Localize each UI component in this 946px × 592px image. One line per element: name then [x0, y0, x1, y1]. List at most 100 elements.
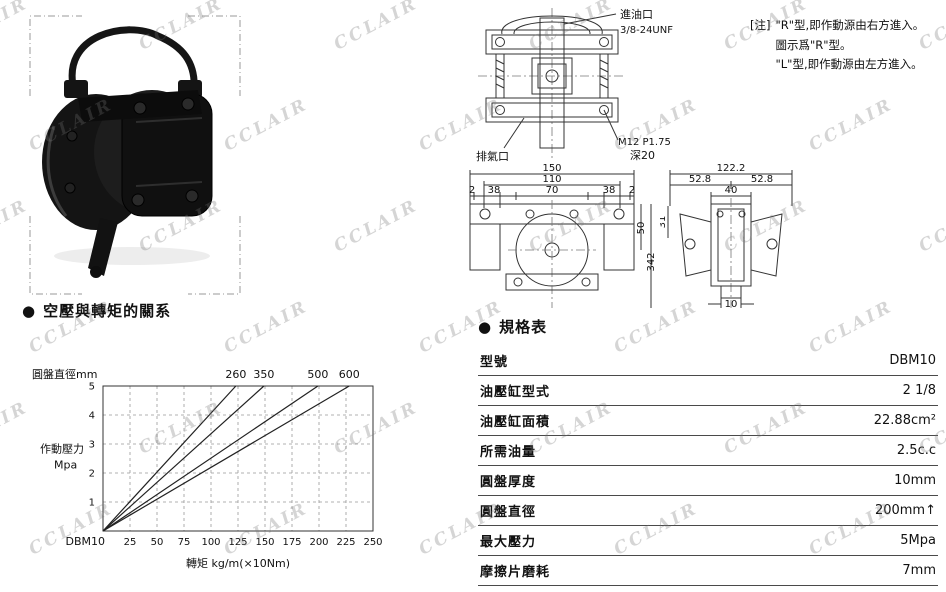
note-block: [注] "R"型,即作動源由右方進入。 圖示爲"R"型。 "L"型,即作動源由左… [750, 16, 944, 75]
spec-value: 2.5c.c [720, 435, 938, 466]
chart-section-title: 空壓與轉矩的關系 [43, 302, 172, 320]
front-dim-110: 110 [542, 174, 561, 185]
x-tick-label: 200 [309, 537, 328, 548]
front-dim-150: 150 [542, 163, 561, 174]
spec-value: 2 1/8 [720, 375, 938, 406]
series-line-350 [102, 385, 265, 532]
bullet-icon: ● [22, 301, 37, 320]
origin-label: DBM10 [65, 535, 105, 548]
spec-table: 型號 DBM10 油壓缸型式 2 1/8 油壓缸面積 22.88cm² 所需油量… [478, 346, 938, 592]
bullet-icon: ● [478, 317, 493, 336]
spec-value: DBM10 [720, 346, 938, 376]
x-tick-label: 150 [255, 537, 274, 548]
y-axis-label: 作動壓力 [40, 442, 84, 456]
front-dim-2l: 2 [469, 185, 475, 196]
series-line-600 [102, 385, 350, 532]
spec-label: 摩擦片磨耗 [478, 555, 721, 586]
series-label: 600 [339, 368, 360, 381]
spec-label: 重量（約） [478, 585, 721, 592]
watermark-text: CCLAIR [330, 0, 422, 55]
spec-row: 型號 DBM10 [478, 346, 938, 376]
plot-frame [102, 385, 374, 532]
side-dim-31: 31 [660, 216, 668, 229]
front-dim-38l: 38 [488, 185, 501, 196]
product-photo [29, 15, 241, 295]
x-tick-label: 25 [124, 537, 137, 548]
watermark-text: CCLAIR [0, 397, 32, 459]
side-dim-528r: 52.8 [751, 174, 773, 185]
side-dim-122: 122.2 [717, 163, 746, 174]
y-tick-label: 4 [89, 411, 95, 422]
y-tick-label: 5 [89, 382, 95, 393]
chart-section-header: ● 空壓與轉矩的關系 [22, 300, 171, 321]
x-tick-label: 175 [282, 537, 301, 548]
spec-value: 5Mpa [720, 525, 938, 556]
inlet-port-label: 進油口 [620, 7, 653, 21]
spec-row: 油壓缸面積 22.88cm² [478, 405, 938, 436]
spec-label: 型號 [478, 346, 721, 376]
side-dim-40: 40 [725, 185, 738, 196]
tap-depth-label: 深20 [630, 149, 655, 162]
spec-row: 最大壓力 5Mpa [478, 525, 938, 556]
front-dim-342: 342 [646, 252, 657, 271]
spec-label: 圓盤直徑 [478, 495, 721, 526]
spec-label: 油壓缸面積 [478, 405, 721, 436]
spec-label: 油壓缸型式 [478, 375, 721, 406]
spec-label: 圓盤厚度 [478, 465, 721, 496]
front-dim-50: 50 [636, 222, 647, 235]
spec-section-header: ● 規格表 [478, 316, 547, 337]
y-tick-label: 1 [89, 498, 95, 509]
watermark-text: CCLAIR [220, 296, 312, 358]
watermark-text: CCLAIR [805, 94, 897, 156]
y-tick-label: 2 [89, 469, 95, 480]
y-axis-unit: Mpa [54, 459, 77, 472]
spec-row: 油壓缸型式 2 1/8 [478, 375, 938, 406]
spec-value: 10mm [720, 465, 938, 496]
x-tick-label: 125 [228, 537, 247, 548]
spec-label: 所需油量 [478, 435, 721, 466]
watermark-text: CCLAIR [915, 195, 946, 257]
plan-view-drawing: 進油口 3/8-24UNF M12 P1.75 深20 排氣口 [476, 7, 673, 163]
note-lines: "R"型,即作動源由右方進入。 圖示爲"R"型。 "L"型,即作動源由左方進入。 [775, 16, 924, 75]
spec-row: 所需油量 2.5c.c [478, 435, 938, 466]
front-dim-2r: 2 [629, 185, 635, 196]
note-line-1: "R"型,即作動源由右方進入。 [775, 18, 925, 32]
side-view-drawing: 122.2 52.8 52.8 40 31 10 [660, 163, 793, 310]
inlet-thread-label: 3/8-24UNF [620, 25, 673, 36]
spec-row: 圓盤厚度 10mm [478, 465, 938, 496]
x-tick-label: 250 [363, 537, 382, 548]
crop-marks [29, 15, 241, 295]
front-dim-70: 70 [546, 185, 559, 196]
series-label: 500 [307, 368, 328, 381]
x-tick-label: 50 [151, 537, 164, 548]
side-dim-528l: 52.8 [689, 174, 711, 185]
spec-row: 重量（約） 4.5kg [478, 585, 938, 592]
spec-value: 22.88cm² [720, 405, 938, 436]
side-dim-10: 10 [725, 299, 738, 310]
spec-section-title: 規格表 [499, 318, 548, 336]
tap-spec-label: M12 P1.75 [618, 137, 671, 148]
x-tick-label: 225 [336, 537, 355, 548]
x-axis-label: 轉矩 kg/m(×10Nm) [186, 557, 290, 570]
spec-row: 圓盤直徑 200mm↑ [478, 495, 938, 526]
spec-value: 200mm↑ [720, 495, 938, 526]
x-tick-label: 100 [201, 537, 220, 548]
y-tick-label: 3 [89, 440, 95, 451]
spec-value: 7mm [720, 555, 938, 586]
caliper-illustration [42, 26, 213, 278]
x-tick-label: 75 [178, 537, 191, 548]
exhaust-port-label: 排氣口 [476, 149, 509, 163]
series-line-500 [102, 385, 319, 532]
series-label: 350 [253, 368, 274, 381]
front-dim-38r: 38 [603, 185, 616, 196]
spec-label: 最大壓力 [478, 525, 721, 556]
watermark-text: CCLAIR [330, 195, 422, 257]
note-prefix: [注] [750, 18, 771, 32]
spec-value: 4.5kg [720, 585, 938, 592]
note-line-2: 圖示爲"R"型。 [775, 37, 852, 52]
note-line-3: "L"型,即作動源由左方進入。 [775, 57, 923, 72]
front-view-drawing: 150 110 2 38 70 38 2 50 342 [469, 163, 657, 308]
